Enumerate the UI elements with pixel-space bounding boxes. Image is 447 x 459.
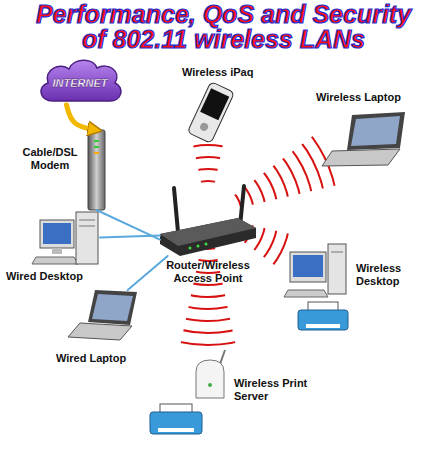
ethernet-cable	[128, 256, 168, 290]
device-node: Wireless Print Server	[190, 358, 230, 398]
device-node: Wireless iPaq	[190, 85, 230, 140]
device-node: Wireless Laptop	[330, 115, 405, 165]
device-node: Wireless Desktop	[290, 245, 346, 300]
router-antenna	[174, 188, 178, 232]
connection-arrow	[67, 105, 97, 130]
router-light	[189, 247, 192, 250]
device-label: Wired Desktop	[6, 270, 106, 283]
ethernet-cable	[100, 236, 160, 238]
modem-body	[88, 130, 105, 210]
laptop-icon	[68, 290, 137, 340]
drive-bay	[79, 226, 95, 227]
printer-body	[298, 310, 348, 330]
monitor-stand	[52, 248, 62, 254]
router-light	[205, 243, 208, 246]
monitor	[290, 252, 326, 282]
ipaq-screen	[200, 88, 229, 120]
device-label: INTERNET	[35, 77, 125, 90]
router-light	[197, 245, 200, 248]
keyboard	[284, 290, 328, 297]
connectors	[67, 105, 168, 290]
print-server-antenna	[220, 350, 225, 364]
printer-icon	[150, 404, 202, 434]
print-server-light	[208, 383, 212, 387]
diagram-title: Performance, QoS and Security of 802.11 …	[26, 2, 421, 52]
device-node: Cable/DSL Modem	[88, 130, 105, 210]
printer-icon	[298, 302, 348, 330]
device-label: Wireless iPaq	[182, 66, 272, 79]
desktop-icon	[32, 212, 98, 264]
printer-tray	[306, 324, 340, 328]
laptop-screen	[92, 294, 133, 321]
device-label: Cable/DSL Modem	[18, 146, 82, 172]
tower	[328, 244, 346, 294]
monitor-screen	[43, 223, 71, 244]
ipaq-button	[199, 122, 210, 133]
laptop-screen	[351, 116, 400, 146]
drive-bay	[79, 220, 95, 221]
modem-light	[94, 140, 99, 142]
device-label: Router/Wireless Access Point	[158, 259, 258, 285]
laptop-base	[68, 323, 132, 340]
print-server-icon	[196, 350, 225, 398]
monitor-screen	[293, 255, 323, 277]
router-body	[160, 218, 256, 256]
device-node: Router/Wireless Access Point	[160, 215, 256, 256]
ethernet-cable	[97, 210, 161, 240]
device-node: Wired Desktop	[38, 215, 100, 265]
laptop-lid	[88, 290, 137, 325]
ipaq-icon	[187, 82, 234, 144]
modem-light	[94, 152, 99, 154]
laptop-base	[322, 149, 400, 166]
modem-light	[94, 146, 99, 148]
modem-icon	[88, 130, 105, 210]
print-server-body	[196, 360, 224, 398]
device-label: Wireless Laptop	[316, 91, 426, 104]
ipaq-body	[187, 82, 234, 144]
device-label: Wireless Desktop	[356, 262, 416, 288]
cloud-node: INTERNET	[35, 55, 125, 105]
radio-wave	[126, 133, 290, 297]
device-label: Wireless Print Server	[234, 377, 326, 403]
laptop-icon	[322, 112, 405, 166]
desktop-icon	[284, 244, 346, 297]
monitor	[40, 220, 74, 248]
router-icon	[160, 186, 256, 256]
device-node: Wired Laptop	[75, 290, 137, 340]
keyboard	[32, 257, 78, 264]
radio-wave	[114, 121, 302, 309]
drive-bay	[331, 252, 343, 253]
laptop-lid	[347, 112, 405, 150]
printer-body	[150, 412, 202, 434]
printer-tray	[158, 428, 194, 432]
tower	[76, 212, 98, 264]
router-top	[160, 218, 256, 246]
device-label: Wired Laptop	[56, 352, 156, 365]
